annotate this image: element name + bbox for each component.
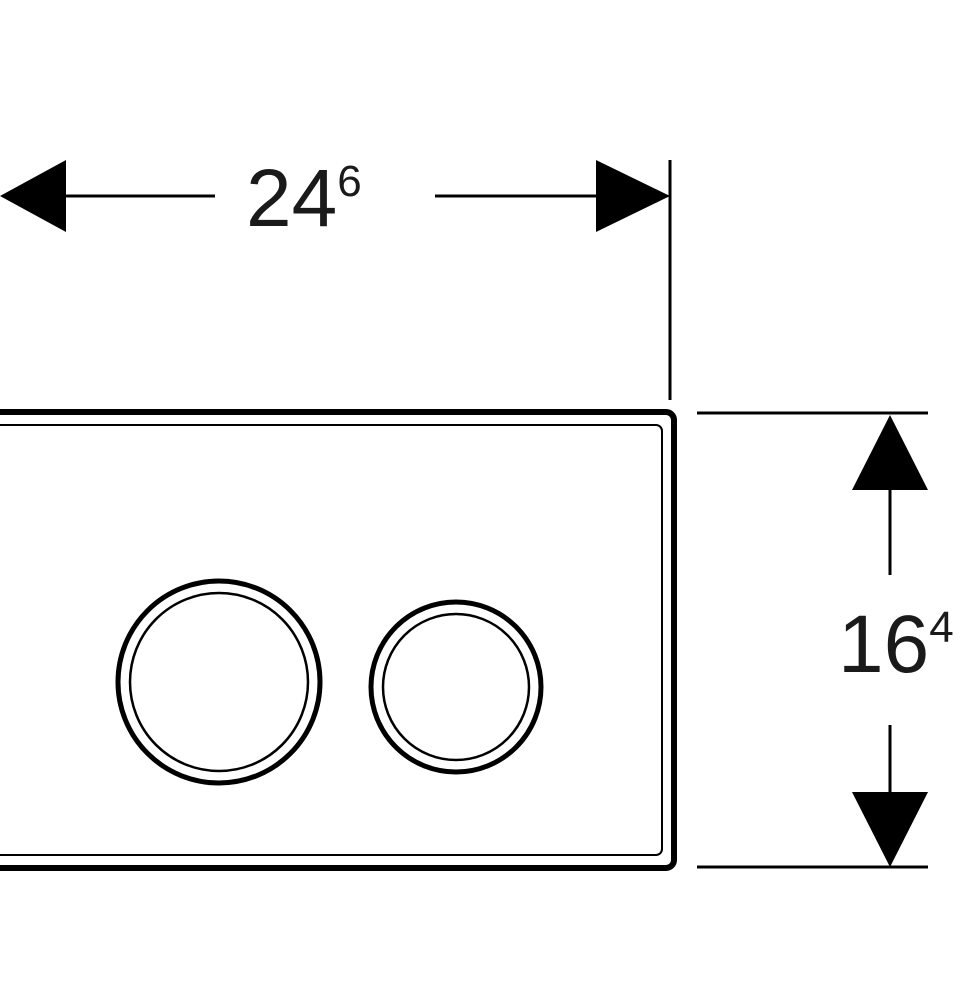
height-value: 16 [838,599,929,690]
width-dimension: 246 [0,153,672,400]
arrow-right-icon [596,160,670,232]
height-superscript: 4 [929,603,953,652]
arrow-down-icon [852,792,928,867]
flush-plate [0,409,677,871]
svg-text:246: 246 [246,153,362,244]
width-value: 24 [246,153,337,244]
plate-outer-frame [0,409,677,871]
small-flush-button[interactable] [368,599,544,775]
svg-text:164: 164 [838,599,954,690]
small-button-outer-ring [368,599,544,775]
width-superscript: 6 [337,157,361,206]
arrow-left-icon [0,160,66,232]
large-button-outer-ring [115,578,323,786]
height-dimension: 164 [697,411,954,869]
small-button-inner-ring [381,612,531,762]
large-button-inner-ring [128,591,310,773]
plate-inner-frame [0,424,663,856]
large-flush-button[interactable] [115,578,323,786]
arrow-up-icon [852,415,928,490]
